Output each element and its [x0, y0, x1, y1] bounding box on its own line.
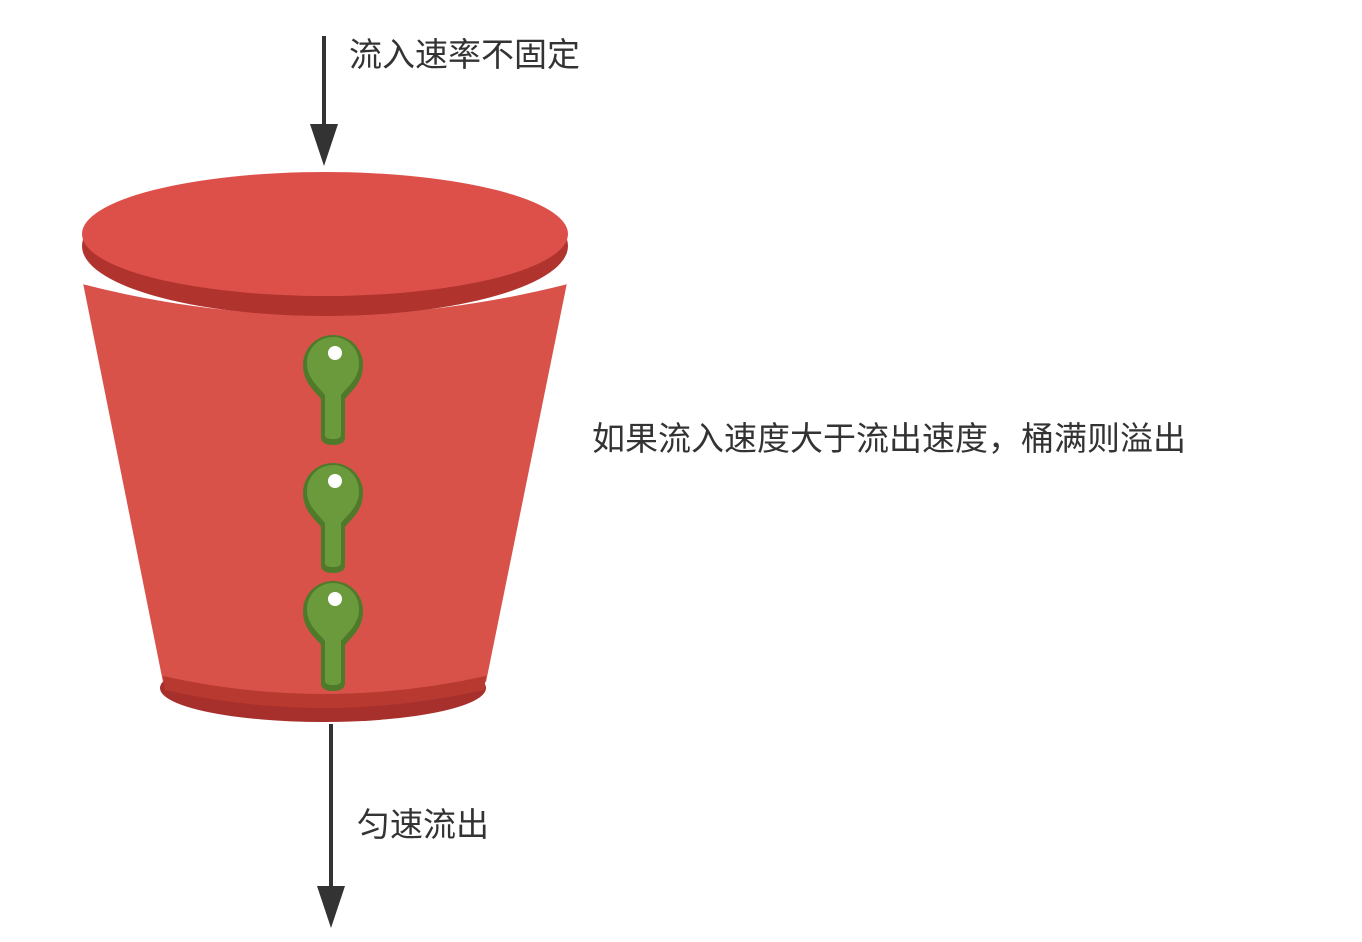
water-drop-icon: [303, 335, 363, 445]
inflow-arrow: [310, 36, 338, 166]
bucket-bottom-band: [163, 676, 486, 708]
bucket-lid: [82, 172, 568, 296]
overflow-note-label: 如果流入速度大于流出速度，桶满则溢出: [592, 419, 1186, 458]
inflow-label: 流入速率不固定: [349, 35, 580, 74]
water-drop-icon: [303, 581, 363, 691]
outflow-arrow: [317, 724, 345, 928]
water-drop-icon: [303, 463, 363, 573]
bucket-icon: [82, 172, 568, 722]
outflow-label: 匀速流出: [357, 805, 489, 844]
